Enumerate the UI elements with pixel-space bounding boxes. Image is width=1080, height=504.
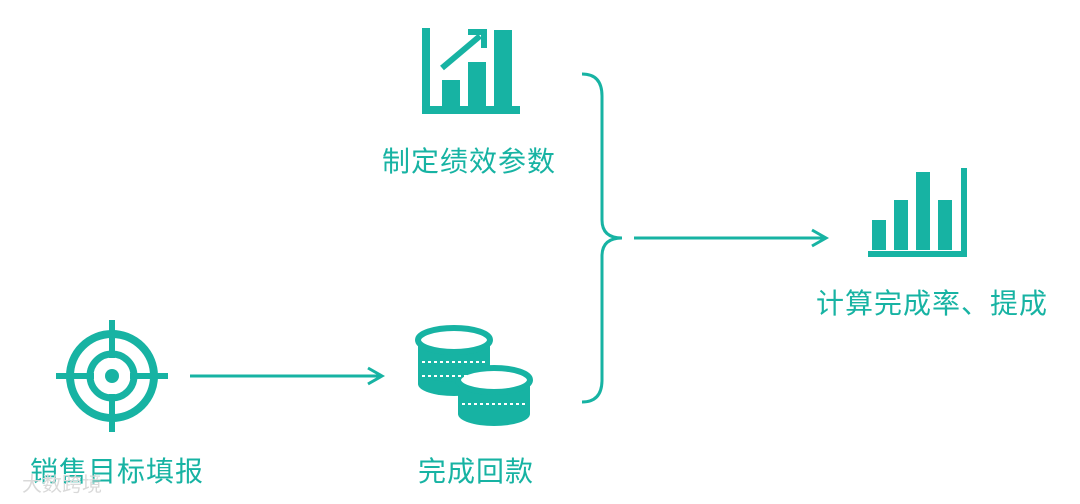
set-params-label: 制定绩效参数 bbox=[382, 145, 557, 178]
target-crosshair-icon bbox=[56, 320, 168, 432]
watermark-text: 大数跨境 bbox=[22, 472, 102, 496]
payment-label: 完成回款 bbox=[418, 455, 535, 488]
growth-bar-chart-icon bbox=[422, 28, 520, 114]
target-label: 销售目标填报 bbox=[30, 455, 205, 488]
arrow-to-payment bbox=[190, 366, 386, 386]
coin-stack-icon bbox=[415, 325, 533, 426]
arrow-to-result bbox=[634, 228, 830, 248]
bar-chart-icon bbox=[868, 168, 967, 257]
calc-label: 计算完成率、提成 bbox=[816, 287, 1049, 320]
merge-bracket bbox=[581, 72, 623, 404]
